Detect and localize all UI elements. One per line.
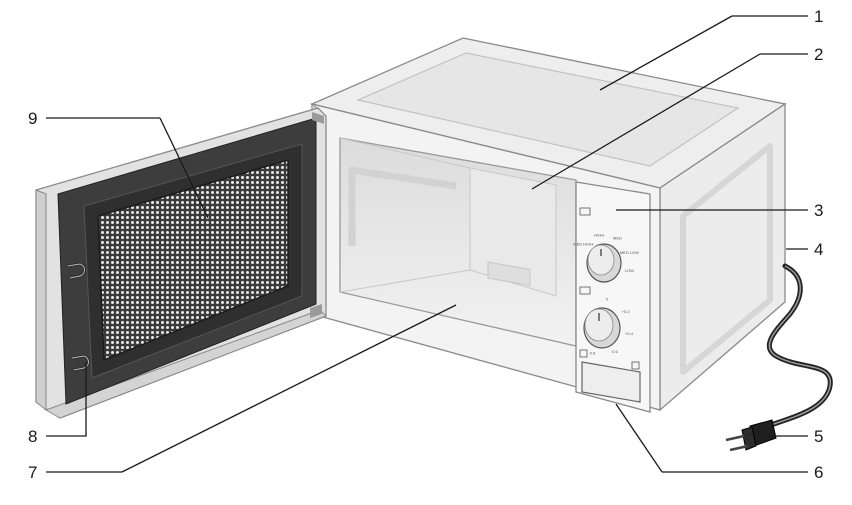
door-release-button[interactable] — [581, 361, 641, 403]
door-latch-lower — [71, 354, 90, 372]
power-scale-mark-3: MED LOW — [620, 250, 639, 255]
waveguide-cover — [487, 261, 531, 287]
door-release-icon — [579, 349, 588, 358]
power-scale-mark-1: HIGH — [594, 232, 604, 237]
door-window-mesh — [97, 158, 289, 362]
door[interactable] — [35, 107, 327, 419]
leader-lines — [46, 15, 808, 473]
callout-6: 6 — [814, 463, 823, 482]
power-knob[interactable] — [586, 243, 622, 283]
power-scale-mark-2: MED — [613, 236, 622, 241]
callout-4: 4 — [814, 240, 823, 259]
timer-scale-mark-3: 0.6 — [612, 349, 618, 354]
leader-7 — [121, 304, 457, 473]
power-icon — [579, 207, 591, 216]
callout-3: 3 — [814, 201, 823, 220]
callout-7: 7 — [28, 463, 37, 482]
callout-5: 5 — [814, 427, 823, 446]
callout-2: 2 — [814, 45, 823, 64]
callout-numbers: 1 2 3 4 5 6 7 8 9 — [28, 7, 823, 482]
callout-8: 8 — [28, 427, 37, 446]
callout-1: 1 — [814, 7, 823, 26]
timer-knob[interactable] — [583, 307, 621, 349]
top-cover-inset — [356, 52, 740, 167]
power-cord — [765, 263, 833, 429]
control-panel-face — [575, 181, 651, 413]
side-panel-emboss — [680, 143, 773, 375]
timer-icon — [579, 286, 591, 295]
mains-plug — [725, 419, 777, 452]
timer-scale-mark-4: 0.8 — [590, 350, 596, 355]
leader-2 — [531, 53, 761, 190]
power-scale-mark-4: LOW — [625, 268, 634, 273]
microwave-body — [309, 37, 787, 412]
timer-knob-scale: 0 +0.2 +0.4 0.6 0.8 — [590, 296, 634, 355]
timer-scale-mark-0: 0 — [606, 296, 609, 301]
leader-9 — [159, 117, 209, 219]
mode-icon — [631, 361, 640, 370]
power-scale-mark-0: MED HIGH — [573, 242, 593, 247]
leader-8 — [46, 362, 87, 437]
timer-scale-mark-2: +0.4 — [625, 331, 634, 336]
door-latch-upper — [67, 262, 86, 280]
leader-6 — [615, 403, 663, 473]
leader-1 — [599, 15, 733, 91]
timer-scale-mark-1: +0.2 — [622, 309, 631, 314]
callout-9: 9 — [28, 109, 37, 128]
